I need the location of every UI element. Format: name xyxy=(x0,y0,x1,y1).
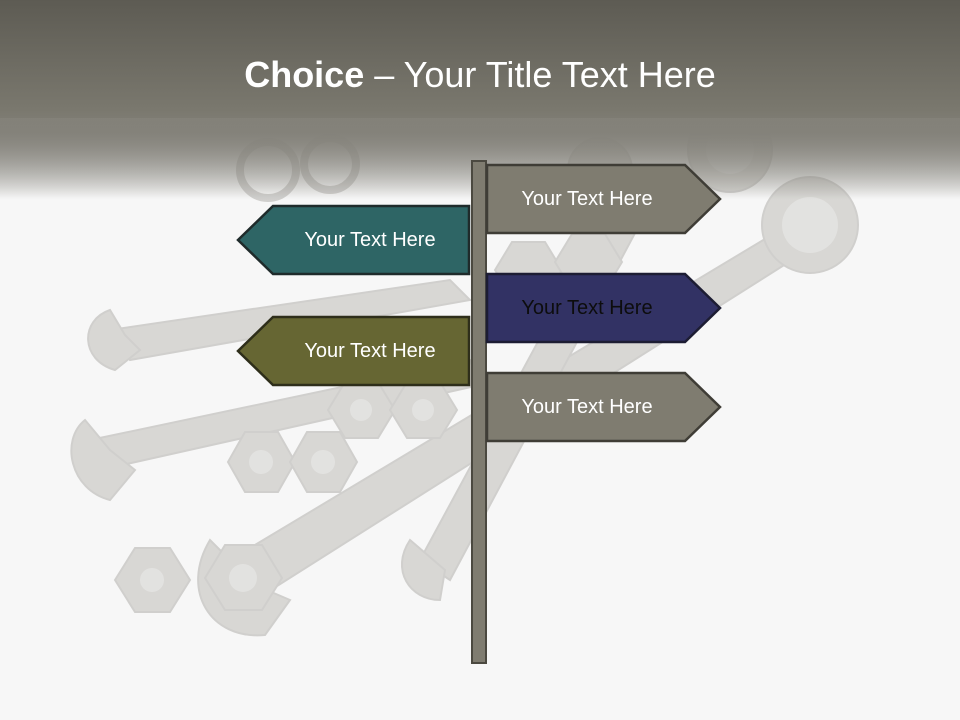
sign-right-middle-label: Your Text Here xyxy=(521,297,653,319)
sign-left-top-label: Your Text Here xyxy=(304,229,436,251)
sign-right-bottom-label: Your Text Here xyxy=(521,396,653,418)
slide-title-rest: – Your Title Text Here xyxy=(364,54,716,95)
sign-left-top-shape[interactable] xyxy=(236,204,471,276)
sign-right-top-label: Your Text Here xyxy=(521,188,653,210)
sign-left-bottom-shape[interactable] xyxy=(236,315,471,387)
sign-left-bottom-label: Your Text Here xyxy=(304,340,436,362)
slide-title-bold: Choice xyxy=(244,54,365,95)
sign-right-middle-shape[interactable] xyxy=(485,272,722,344)
sign-right-top-shape[interactable] xyxy=(485,163,722,235)
slide-title[interactable]: Choice – Your Title Text Here xyxy=(0,50,960,100)
sign-right-bottom-shape[interactable] xyxy=(485,371,722,443)
